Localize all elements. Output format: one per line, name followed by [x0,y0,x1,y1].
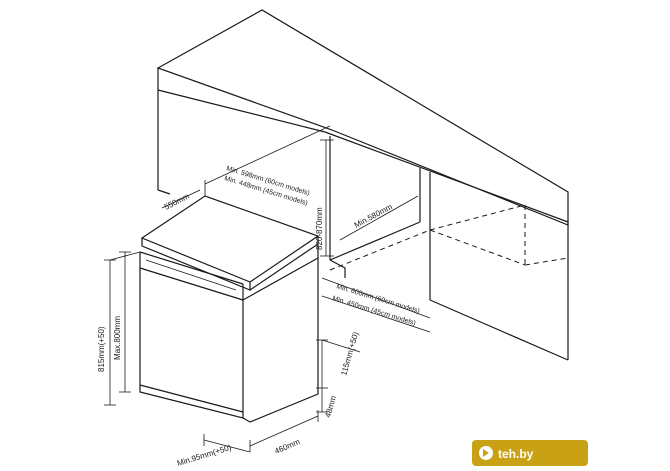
dishwasher [139,195,320,423]
label-height-815: 815mm(+50) [97,326,106,372]
watermark: teh.by [472,440,588,466]
label-niche-height: 820-870mm [315,207,324,250]
label-max-800: Max.800mm [113,316,122,360]
label-plinth-48: 48mm [323,394,338,418]
dimension-lines [104,125,431,453]
label-foot-95: Min.95mm(+50) [176,443,233,468]
watermark-box [472,440,588,466]
label-depth-460: 460mm [273,437,301,456]
label-niche-depth: Min.580mm [353,202,394,230]
niche-outline [329,204,569,271]
dimension-labels: Min. 598mm (60cm models) Min. 448mm (45c… [97,165,420,468]
countertop [156,9,569,226]
watermark-text: teh.by [498,447,534,461]
label-plinth-115: 115mm(+50) [339,331,360,377]
right-cabinet [329,136,569,361]
